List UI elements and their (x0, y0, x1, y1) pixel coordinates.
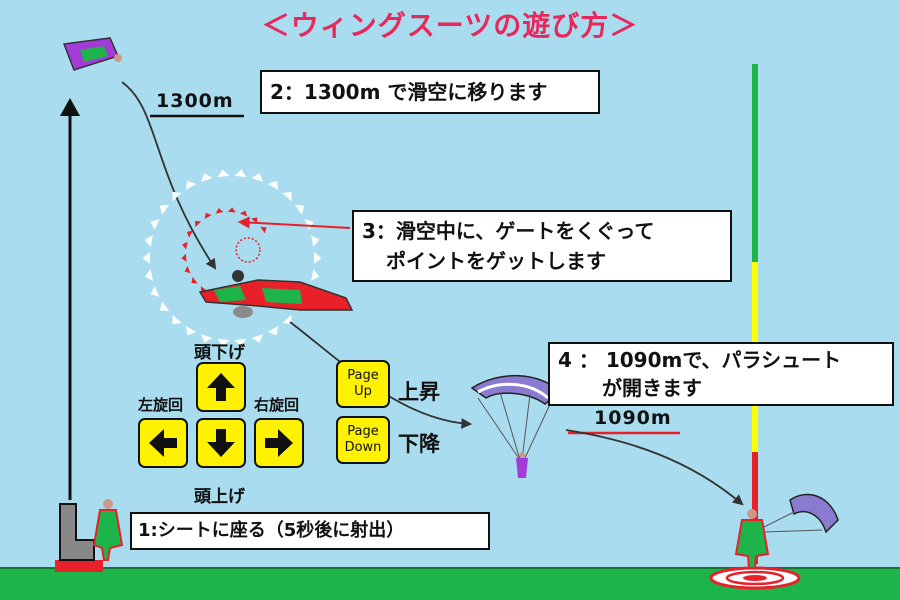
gate-marker (260, 226, 267, 234)
gate-target (235, 237, 261, 263)
step1-box: 1:シートに座る（5秒後に射出） (130, 512, 490, 550)
gate-marker (267, 180, 279, 190)
gate-marker (172, 191, 182, 202)
gate-marker (267, 326, 279, 336)
gate-marker (172, 314, 182, 325)
gate-marker (204, 212, 212, 219)
gate-marker (239, 210, 248, 217)
ejection-arrow (60, 98, 80, 500)
head-up-label: 頭上げ (194, 487, 245, 507)
arrow-left-icon (149, 429, 177, 457)
turn-left-label: 左旋回 (138, 396, 184, 414)
pilot-figure-landed (734, 509, 770, 569)
gate-marker (182, 241, 188, 250)
pilot-figure-seat (92, 499, 124, 561)
altitude-pole (752, 64, 758, 564)
gate-marker (282, 191, 292, 202)
gate-marker (194, 220, 202, 228)
arrow-down-key[interactable] (196, 418, 246, 468)
gate-marker (234, 338, 247, 347)
gate-marker (159, 301, 170, 312)
gate-marker (186, 230, 193, 238)
step4-text-line2: が開きます (602, 376, 702, 400)
altitude-1300-label: 1300m (156, 90, 234, 112)
gate-marker (144, 269, 154, 281)
gate-marker (150, 285, 160, 297)
step2-text: 2：1300m で滑空に移ります (270, 80, 548, 104)
wingsuit-flyer-main (198, 270, 354, 318)
gate-marker (217, 169, 230, 178)
gate-marker (185, 326, 197, 336)
gate-marker (310, 235, 320, 247)
ascend-label: 上昇 (398, 380, 440, 404)
step3-text-line1: 3：滑空中に、ゲートをくぐって (362, 219, 655, 243)
page-down-key[interactable]: Page Down (336, 416, 390, 464)
wingsuit-flyer-top (62, 37, 122, 71)
step2-box: 2：1300m で滑空に移ります (260, 70, 600, 114)
step1-text: 1:シートに座る（5秒後に射出） (138, 520, 405, 541)
gate-marker (227, 207, 236, 213)
step4-text-line1: 4 ： 1090mで、パラシュート (558, 348, 842, 372)
gate-marker (234, 169, 247, 178)
landing-target (709, 566, 801, 590)
gate-marker (200, 334, 213, 343)
step3-box: 3：滑空中に、ゲートをくぐって ポイントをゲットします (352, 210, 732, 282)
gate-marker (310, 269, 320, 281)
arrow-up-key[interactable] (196, 362, 246, 412)
gate-marker (314, 252, 322, 264)
gate-marker (185, 180, 197, 190)
page-down-key-line2: Down (344, 440, 382, 455)
page-up-key-line2: Up (354, 384, 372, 399)
gate-marker (142, 252, 150, 264)
gate-marker (215, 208, 224, 214)
step4-box: 4 ： 1090mで、パラシュート が開きます (548, 342, 894, 406)
gate-marker (217, 338, 230, 347)
step3-text-line2: ポイントをゲットします (386, 249, 606, 273)
parachute-mid (470, 374, 562, 478)
arrow-right-icon (265, 429, 293, 457)
glide-trajectory (121, 81, 217, 270)
gate-marker (150, 219, 160, 231)
gate-marker (159, 204, 170, 215)
page-down-key-line1: Page (347, 424, 379, 439)
arrow-down-icon (207, 429, 235, 457)
gate-ring-outer (142, 169, 322, 347)
gate-marker (184, 265, 191, 274)
gate-pointer-arrow (237, 216, 351, 229)
gate-marker (294, 204, 305, 215)
altitude-1090-label: 1090m (594, 407, 672, 429)
descend-label: 下降 (398, 432, 440, 456)
parachute-landed (761, 493, 839, 534)
page-title: ＜ウィングスーツの遊び方＞ (261, 9, 639, 42)
gate-marker (200, 173, 213, 182)
arrow-left-key[interactable] (138, 418, 188, 468)
arrow-up-icon (207, 373, 235, 401)
head-down-label: 頭下げ (194, 343, 245, 363)
landing-trajectory (565, 429, 744, 506)
gate-marker (191, 277, 198, 284)
arrow-right-key[interactable] (254, 418, 304, 468)
gate-marker (282, 314, 292, 325)
gate-marker (181, 253, 187, 262)
turn-right-label: 右旋回 (254, 396, 300, 414)
page-up-key-line1: Page (347, 368, 379, 383)
gate-marker (304, 219, 314, 231)
gate-marker (251, 173, 264, 182)
page-up-key[interactable]: Page Up (336, 360, 390, 408)
gate-marker (251, 334, 264, 343)
gate-marker (144, 235, 154, 247)
launch-seat (55, 503, 103, 572)
